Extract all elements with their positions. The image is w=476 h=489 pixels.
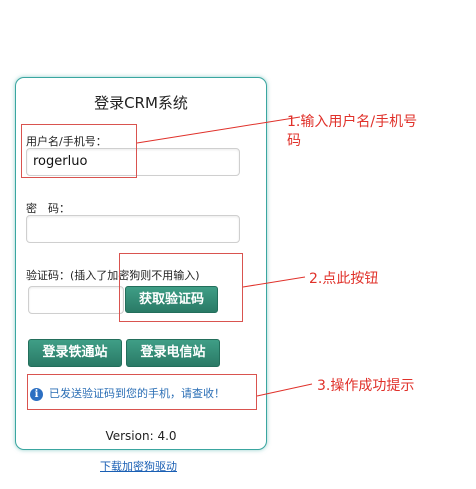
login-title: 登录CRM系统 <box>94 94 188 112</box>
username-label: 用户名/手机号： <box>26 135 107 148</box>
annotation-step1-wrap: 码 <box>287 133 301 149</box>
login-tietong-button[interactable]: 登录铁通站 <box>28 339 122 367</box>
annotation-step2: 2.点此按钮 <box>309 271 379 287</box>
get-code-button[interactable]: 获取验证码 <box>125 286 218 313</box>
download-driver-link[interactable]: 下载加密狗驱动 <box>100 460 177 473</box>
success-message: 已发送验证码到您的手机，请查收！ <box>49 387 225 400</box>
highlight-box-get-code <box>119 253 243 322</box>
highlight-box-success <box>27 374 257 410</box>
password-label: 密 码： <box>26 202 70 215</box>
code-input[interactable] <box>28 286 124 314</box>
info-icon: i <box>30 387 43 401</box>
password-input[interactable] <box>26 215 240 243</box>
annotation-step3: 3.操作成功提示 <box>317 378 415 394</box>
login-dianxin-button[interactable]: 登录电信站 <box>126 339 220 367</box>
username-input[interactable]: rogerluo <box>26 148 240 176</box>
annotation-step1: 1.输入用户名/手机号 <box>287 114 418 130</box>
version-text: Version: 4.0 <box>105 429 177 443</box>
highlight-box-username <box>21 124 137 178</box>
code-label: 验证码：(插入了加密狗则不用输入) <box>26 269 200 282</box>
success-alert: i 已发送验证码到您的手机，请查收！ <box>30 385 252 401</box>
